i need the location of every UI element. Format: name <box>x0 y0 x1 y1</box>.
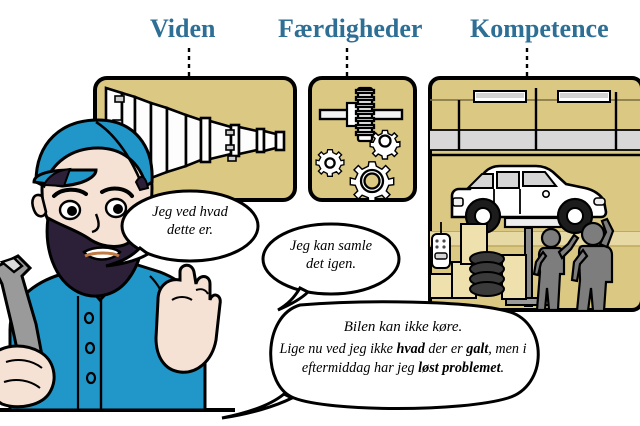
bubble-faerdigheder-line-1: Jeg kan samle <box>289 238 373 254</box>
tire-stack <box>469 251 505 297</box>
panel-faerdigheder <box>308 76 417 202</box>
worker-silhouettes <box>532 217 615 310</box>
bubble-faerdigheder <box>261 222 401 312</box>
wrench-in-hand <box>0 254 56 409</box>
bubble-kompetence-line-1: Bilen kan ikke køre. <box>343 319 463 335</box>
bubble-faerdigheder-line-2: det igen. <box>306 255 356 272</box>
worker-scratching-head <box>570 217 615 310</box>
car-wheels <box>464 197 594 235</box>
eyes <box>58 197 128 221</box>
car-on-lift <box>450 164 608 235</box>
plain-text: Lige nu ved jeg ikke <box>279 341 397 358</box>
emphasized-word: galt <box>466 341 489 358</box>
gears-and-shaft-illustration <box>315 86 404 200</box>
emphasized-word: løst problemet <box>418 360 501 377</box>
heading-row: Viden Færdigheder Kompetence <box>0 0 640 60</box>
mechanic-character <box>0 118 235 412</box>
plain-text: . <box>500 360 505 377</box>
garage-workshop-with-car-on-lift <box>430 88 640 310</box>
panel-kompetence <box>428 76 640 312</box>
bubble-faerdigheder-text: Jeg kan samle det igen. <box>267 238 395 273</box>
emphasized-word: hvad <box>396 341 425 358</box>
bubble-viden-line-1: Jeg ved hvad <box>152 204 228 220</box>
bubble-viden-text: Jeg ved hvad dette er. <box>124 204 256 239</box>
heading-faerdigheder: Færdigheder <box>278 14 423 43</box>
worker-pointing <box>532 227 580 310</box>
shirt-buttons <box>83 311 97 385</box>
loose-gears <box>315 129 401 200</box>
speech-bubble-layer <box>105 189 540 420</box>
bubble-viden <box>105 189 260 268</box>
heading-connector-lines <box>187 48 529 78</box>
plain-text: , men i eftermiddag har jeg <box>301 341 527 377</box>
plain-text: der er <box>424 341 467 358</box>
bubble-kompetence <box>221 300 540 420</box>
bubble-kompetence-rest: Lige nu ved jeg ikke hvad der er galt, m… <box>279 341 526 376</box>
heading-viden: Viden <box>150 14 216 43</box>
heading-kompetence: Kompetence <box>470 14 609 43</box>
bubble-viden-line-2: dette er. <box>167 221 213 238</box>
raised-open-hand <box>154 263 222 374</box>
lift-control-pendant <box>431 222 451 269</box>
bubble-kompetence-text: Bilen kan ikke køre. Lige nu ved jeg ikk… <box>274 317 532 379</box>
shaft-gear <box>354 86 376 143</box>
